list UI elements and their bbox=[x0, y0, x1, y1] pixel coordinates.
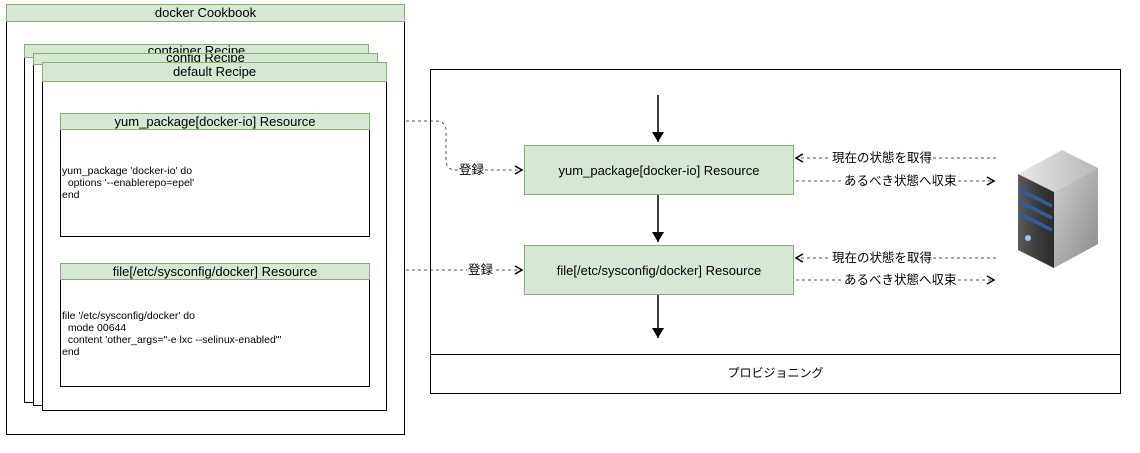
provision-resource-yum: yum_package[docker-io] Resource bbox=[524, 145, 794, 195]
get-state-label-1: 現在の状態を取得 bbox=[831, 151, 934, 165]
converge-label-2: あるべき状態へ収束 bbox=[843, 273, 958, 287]
resource-code-yum: yum_package 'docker-io' do options '--en… bbox=[62, 165, 195, 201]
provisioning-label: プロビジョニング bbox=[727, 366, 824, 380]
register-label-1: 登録 bbox=[458, 163, 486, 177]
resource-title-yum: yum_package[docker-io] Resource bbox=[60, 113, 370, 130]
get-state-label-2: 現在の状態を取得 bbox=[831, 251, 934, 265]
provisioning-divider bbox=[430, 354, 1121, 355]
register-edge-yum bbox=[370, 120, 524, 175]
resource-card-yum bbox=[60, 113, 370, 237]
resource-code-file: file '/etc/sysconfig/docker' do mode 006… bbox=[62, 310, 282, 358]
cookbook-title: docker Cookbook bbox=[6, 4, 405, 22]
provisioning-container bbox=[430, 69, 1121, 394]
converge-label-1: あるべき状態へ収束 bbox=[843, 174, 958, 188]
register-label-2: 登録 bbox=[467, 263, 495, 277]
provision-resource-file: file[/etc/sysconfig/docker] Resource bbox=[524, 245, 794, 295]
server-icon bbox=[1018, 150, 1098, 268]
resource-title-file: file[/etc/sysconfig/docker] Resource bbox=[60, 263, 370, 280]
recipe-title-default: default Recipe bbox=[42, 62, 387, 82]
